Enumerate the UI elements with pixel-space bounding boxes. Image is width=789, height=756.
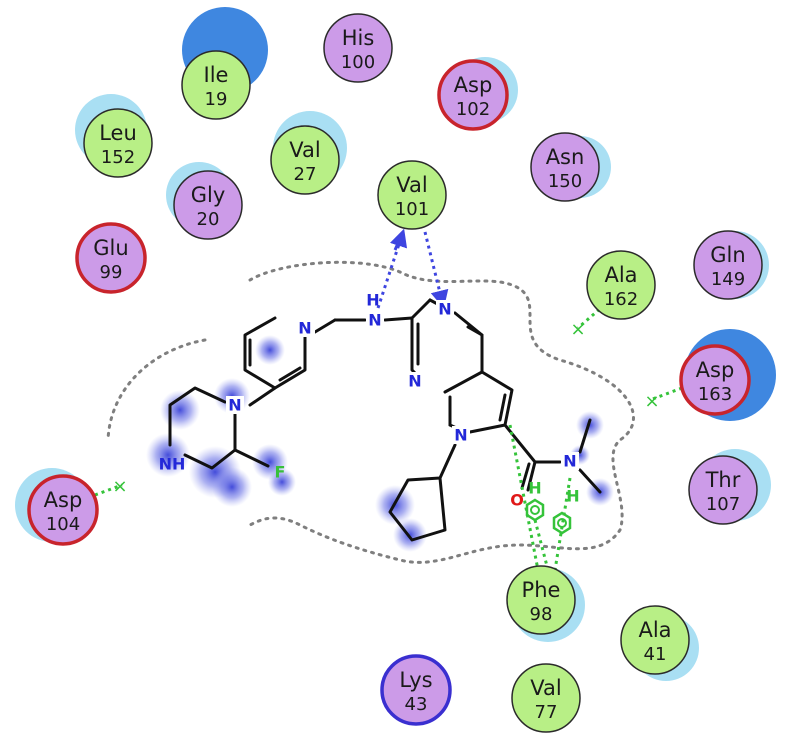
residue-name: Glu xyxy=(93,236,128,260)
residue-name: Asp xyxy=(454,73,493,97)
residue-name: Thr xyxy=(705,468,741,492)
residue-circle xyxy=(586,250,656,320)
residue-circle xyxy=(679,344,751,416)
residue-name: Val xyxy=(289,138,320,162)
residue-number: 107 xyxy=(706,494,740,515)
residue-circle xyxy=(437,59,509,131)
residue-name: Ala xyxy=(638,618,671,642)
residue-name: His xyxy=(342,26,375,50)
oxygen-label: O xyxy=(510,491,524,510)
residue-number: 98 xyxy=(530,604,553,625)
residue-name: Gly xyxy=(191,183,226,207)
phe-hydrogen-label-2: H xyxy=(566,487,579,506)
residue-number: 162 xyxy=(604,289,638,310)
residue-number: 41 xyxy=(644,644,667,665)
residue-number: 100 xyxy=(341,52,375,73)
residue-circle xyxy=(693,230,763,300)
residue-circle xyxy=(620,605,690,675)
linker-hydrogen-label: H xyxy=(366,291,379,310)
residue-number: 20 xyxy=(197,209,220,230)
piperazine-nh-label: NH xyxy=(159,455,186,474)
residue-circle xyxy=(173,170,243,240)
residue-number: 102 xyxy=(456,99,490,120)
ligand-atom-labels: N N H N N N N NH F O N H H xyxy=(159,291,580,510)
residue-number: 150 xyxy=(548,171,582,192)
pyrimidine-top-nitrogen-label: N xyxy=(438,300,451,319)
residue-number: 104 xyxy=(46,514,80,535)
residue-name: Asp xyxy=(696,358,735,382)
binding-pocket-outline xyxy=(106,260,635,564)
residue-name: Ile xyxy=(204,63,229,87)
residue-number: 152 xyxy=(101,147,135,168)
residue-number: 149 xyxy=(711,269,745,290)
residue-name: Leu xyxy=(99,121,137,145)
pi-stack-hexagon-1 xyxy=(525,498,545,522)
residue-number: 101 xyxy=(395,199,429,220)
residue-number: 163 xyxy=(698,384,732,405)
pyridine-nitrogen-label: N xyxy=(298,319,311,338)
residue-circle xyxy=(506,565,576,635)
residue-circle xyxy=(530,132,600,202)
ligand-exposure-shadows xyxy=(146,335,614,552)
residue-circle xyxy=(83,108,153,178)
pi-stack-hexagon-2 xyxy=(552,511,572,535)
pyrrole-nitrogen-label: N xyxy=(454,426,467,445)
svg-text:×: × xyxy=(644,391,659,412)
residue-circle xyxy=(380,654,452,726)
residue-circle xyxy=(181,50,251,120)
residue-circle xyxy=(377,160,447,230)
residue-circle xyxy=(270,125,340,195)
residue-name: Val xyxy=(396,173,427,197)
residue-number: 27 xyxy=(294,164,317,185)
residue-circle xyxy=(511,663,581,733)
residue-name: Phe xyxy=(522,578,561,602)
residue-number: 77 xyxy=(535,702,558,723)
residue-circle xyxy=(75,222,147,294)
solvent-exposure-halos xyxy=(15,7,776,681)
residue-name: Lys xyxy=(399,668,432,692)
residue-name: Asp xyxy=(44,488,83,512)
residue-name: Gln xyxy=(710,243,745,267)
residue-number: 99 xyxy=(100,262,123,283)
piperazine-nitrogen-label: N xyxy=(228,396,241,415)
residue-name: Ala xyxy=(604,263,637,287)
svg-text:×: × xyxy=(112,476,127,497)
ligand-skeleton xyxy=(168,298,602,542)
pyrimidine-left-nitrogen-label: N xyxy=(408,372,421,391)
amide-nitrogen-label: N xyxy=(563,452,576,471)
svg-text:×: × xyxy=(570,319,585,340)
residue-number: 43 xyxy=(405,694,428,715)
interaction-lines: × × × xyxy=(94,228,683,571)
linker-nitrogen-label: N xyxy=(368,311,381,330)
fluorine-label: F xyxy=(275,463,286,482)
residue-circle xyxy=(688,455,758,525)
residue-circle xyxy=(27,474,99,546)
residue-number: 19 xyxy=(205,89,228,110)
phe-hydrogen-label-1: H xyxy=(528,479,541,498)
residue-circle xyxy=(323,13,393,83)
residue-name: Val xyxy=(530,676,561,700)
residue-name: Asn xyxy=(546,145,585,169)
